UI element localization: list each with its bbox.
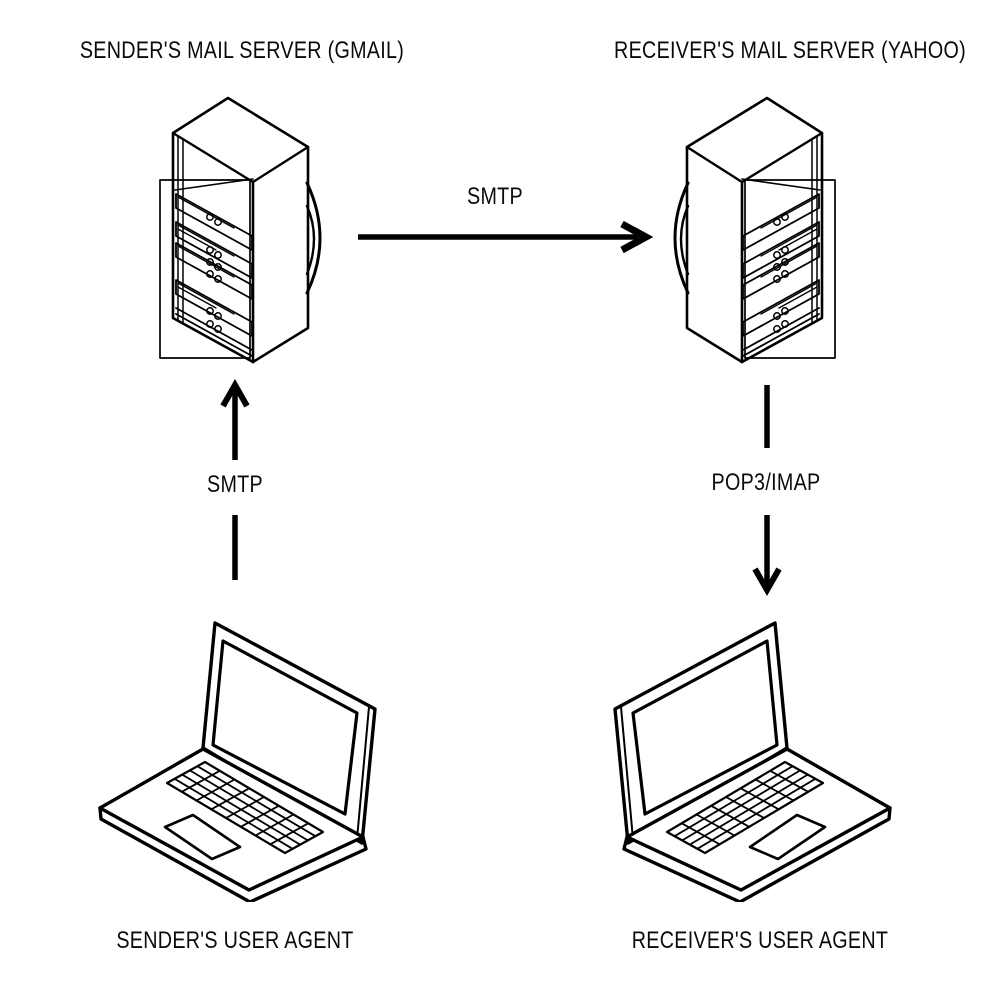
arrow-right-icon [358,220,654,254]
arrow-up-icon [220,378,250,580]
node-label-sender-user-agent: SENDER'S USER AGENT [116,927,354,954]
node-label-receiver-user-agent: RECEIVER'S USER AGENT [631,927,889,954]
laptop-icon [90,610,390,902]
node-label-receiver-mail-server: RECEIVER'S MAIL SERVER (YAHOO) [614,37,966,64]
edge-label-pop3-imap: POP3/IMAP [711,469,821,496]
server-rack-icon [140,90,360,380]
edge-label-smtp-ua-to-server: SMTP [207,471,263,498]
node-label-sender-mail-server: SENDER'S MAIL SERVER (GMAIL) [79,37,405,64]
arrow-down-icon [752,385,782,597]
laptop-icon [600,610,900,902]
edge-label-smtp-server-to-server: SMTP [467,183,523,210]
server-rack-icon [635,90,855,380]
